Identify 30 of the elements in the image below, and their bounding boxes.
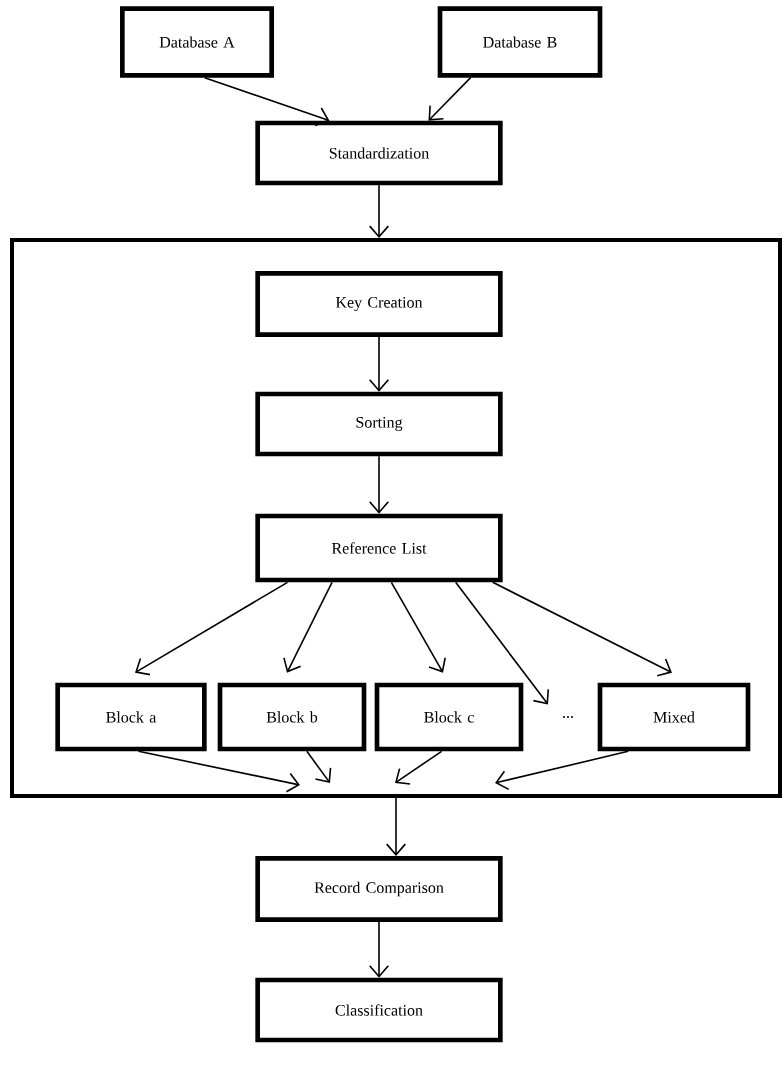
process-box: Block a <box>55 682 207 752</box>
arrow <box>368 184 390 238</box>
arrow <box>368 921 390 978</box>
process-box: Database B <box>437 6 603 78</box>
arrow <box>495 750 629 791</box>
arrow <box>135 581 289 676</box>
arrow <box>454 581 550 705</box>
process-box: Block b <box>217 682 367 752</box>
arrow <box>428 76 472 121</box>
process-box: Standardization <box>255 120 503 186</box>
arrow <box>491 581 672 677</box>
arrow <box>385 797 407 856</box>
arrow <box>368 336 390 392</box>
arrow <box>137 750 300 793</box>
process-box: Block c <box>374 682 524 752</box>
arrow <box>306 750 332 783</box>
arrow <box>390 581 446 673</box>
ellipsis-text: ... <box>563 716 573 718</box>
process-box: Classification <box>255 977 503 1043</box>
process-box: Reference List <box>255 513 503 583</box>
arrow <box>203 76 330 127</box>
process-box: Key Creation <box>255 271 503 337</box>
arrow <box>283 581 333 673</box>
arrow <box>368 455 390 514</box>
process-box: Mixed <box>597 682 751 752</box>
process-box: Record Comparison <box>255 856 503 922</box>
process-box: Sorting <box>255 391 503 457</box>
container-box <box>10 238 782 798</box>
process-box: Database A <box>120 6 274 78</box>
arrow <box>395 750 443 785</box>
